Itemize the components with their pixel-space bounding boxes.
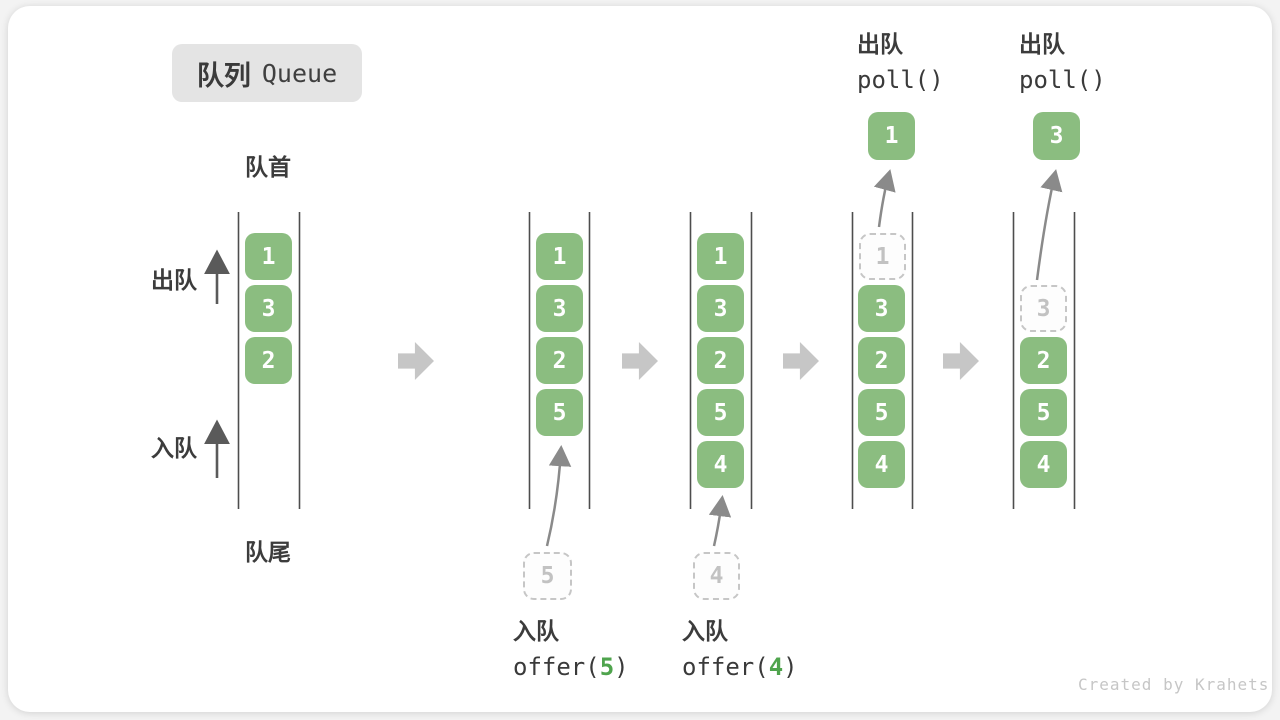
title-zh: 队列 (196, 60, 251, 91)
queue-item: 5 (858, 389, 905, 436)
queue-item: 3 (858, 285, 905, 332)
staged-item: 5 (523, 552, 572, 600)
operation-action: 入队 (513, 618, 559, 644)
queue-item: 5 (1020, 389, 1067, 436)
operation-poll-2: 出队 poll() (1019, 27, 1106, 99)
queue-item: 1 (245, 233, 292, 280)
operation-action: 出队 (1019, 31, 1065, 57)
code-text: offer( (682, 653, 769, 681)
operation-offer-4: 入队 offer(4) (682, 614, 798, 686)
label-queue-front: 队首 (245, 154, 291, 180)
code-text: ) (783, 653, 798, 681)
queue-item: 2 (536, 337, 583, 384)
code-argument: 5 (599, 653, 615, 681)
queue-item: 2 (1020, 337, 1067, 384)
queue-item: 4 (697, 441, 744, 488)
operation-code: poll() (857, 66, 944, 94)
queue-item: 3 (697, 285, 744, 332)
operation-action: 入队 (682, 618, 728, 644)
operation-code: offer(4) (682, 648, 798, 686)
queue-item: 5 (536, 389, 583, 436)
label-dequeue: 出队 (151, 267, 197, 293)
staged-item: 4 (693, 552, 740, 600)
queue-item: 2 (245, 337, 292, 384)
operation-code: offer(5) (513, 648, 629, 686)
queue-item: 4 (1020, 441, 1067, 488)
operation-poll-1: 出队 poll() (857, 27, 944, 99)
operation-action: 出队 (857, 31, 903, 57)
title-box: 队列 Queue (172, 44, 362, 102)
polled-item: 1 (868, 112, 915, 160)
queue-item: 1 (697, 233, 744, 280)
queue-item: 1 (536, 233, 583, 280)
queue-item-removed: 1 (859, 233, 906, 280)
label-enqueue: 入队 (151, 435, 197, 461)
title-en: Queue (261, 58, 338, 88)
queue-item: 2 (697, 337, 744, 384)
operation-offer-5: 入队 offer(5) (513, 614, 629, 686)
queue-item: 3 (245, 285, 292, 332)
queue-item: 4 (858, 441, 905, 488)
operation-code: poll() (1019, 66, 1106, 94)
code-argument: 4 (768, 653, 784, 681)
polled-item: 3 (1033, 112, 1080, 160)
label-queue-rear: 队尾 (245, 539, 291, 565)
credit-text: Created by Krahets (1078, 675, 1270, 694)
code-text: ) (614, 653, 629, 681)
queue-item: 5 (697, 389, 744, 436)
queue-item: 3 (536, 285, 583, 332)
code-text: offer( (513, 653, 600, 681)
queue-item: 2 (858, 337, 905, 384)
queue-item-removed: 3 (1020, 285, 1067, 332)
